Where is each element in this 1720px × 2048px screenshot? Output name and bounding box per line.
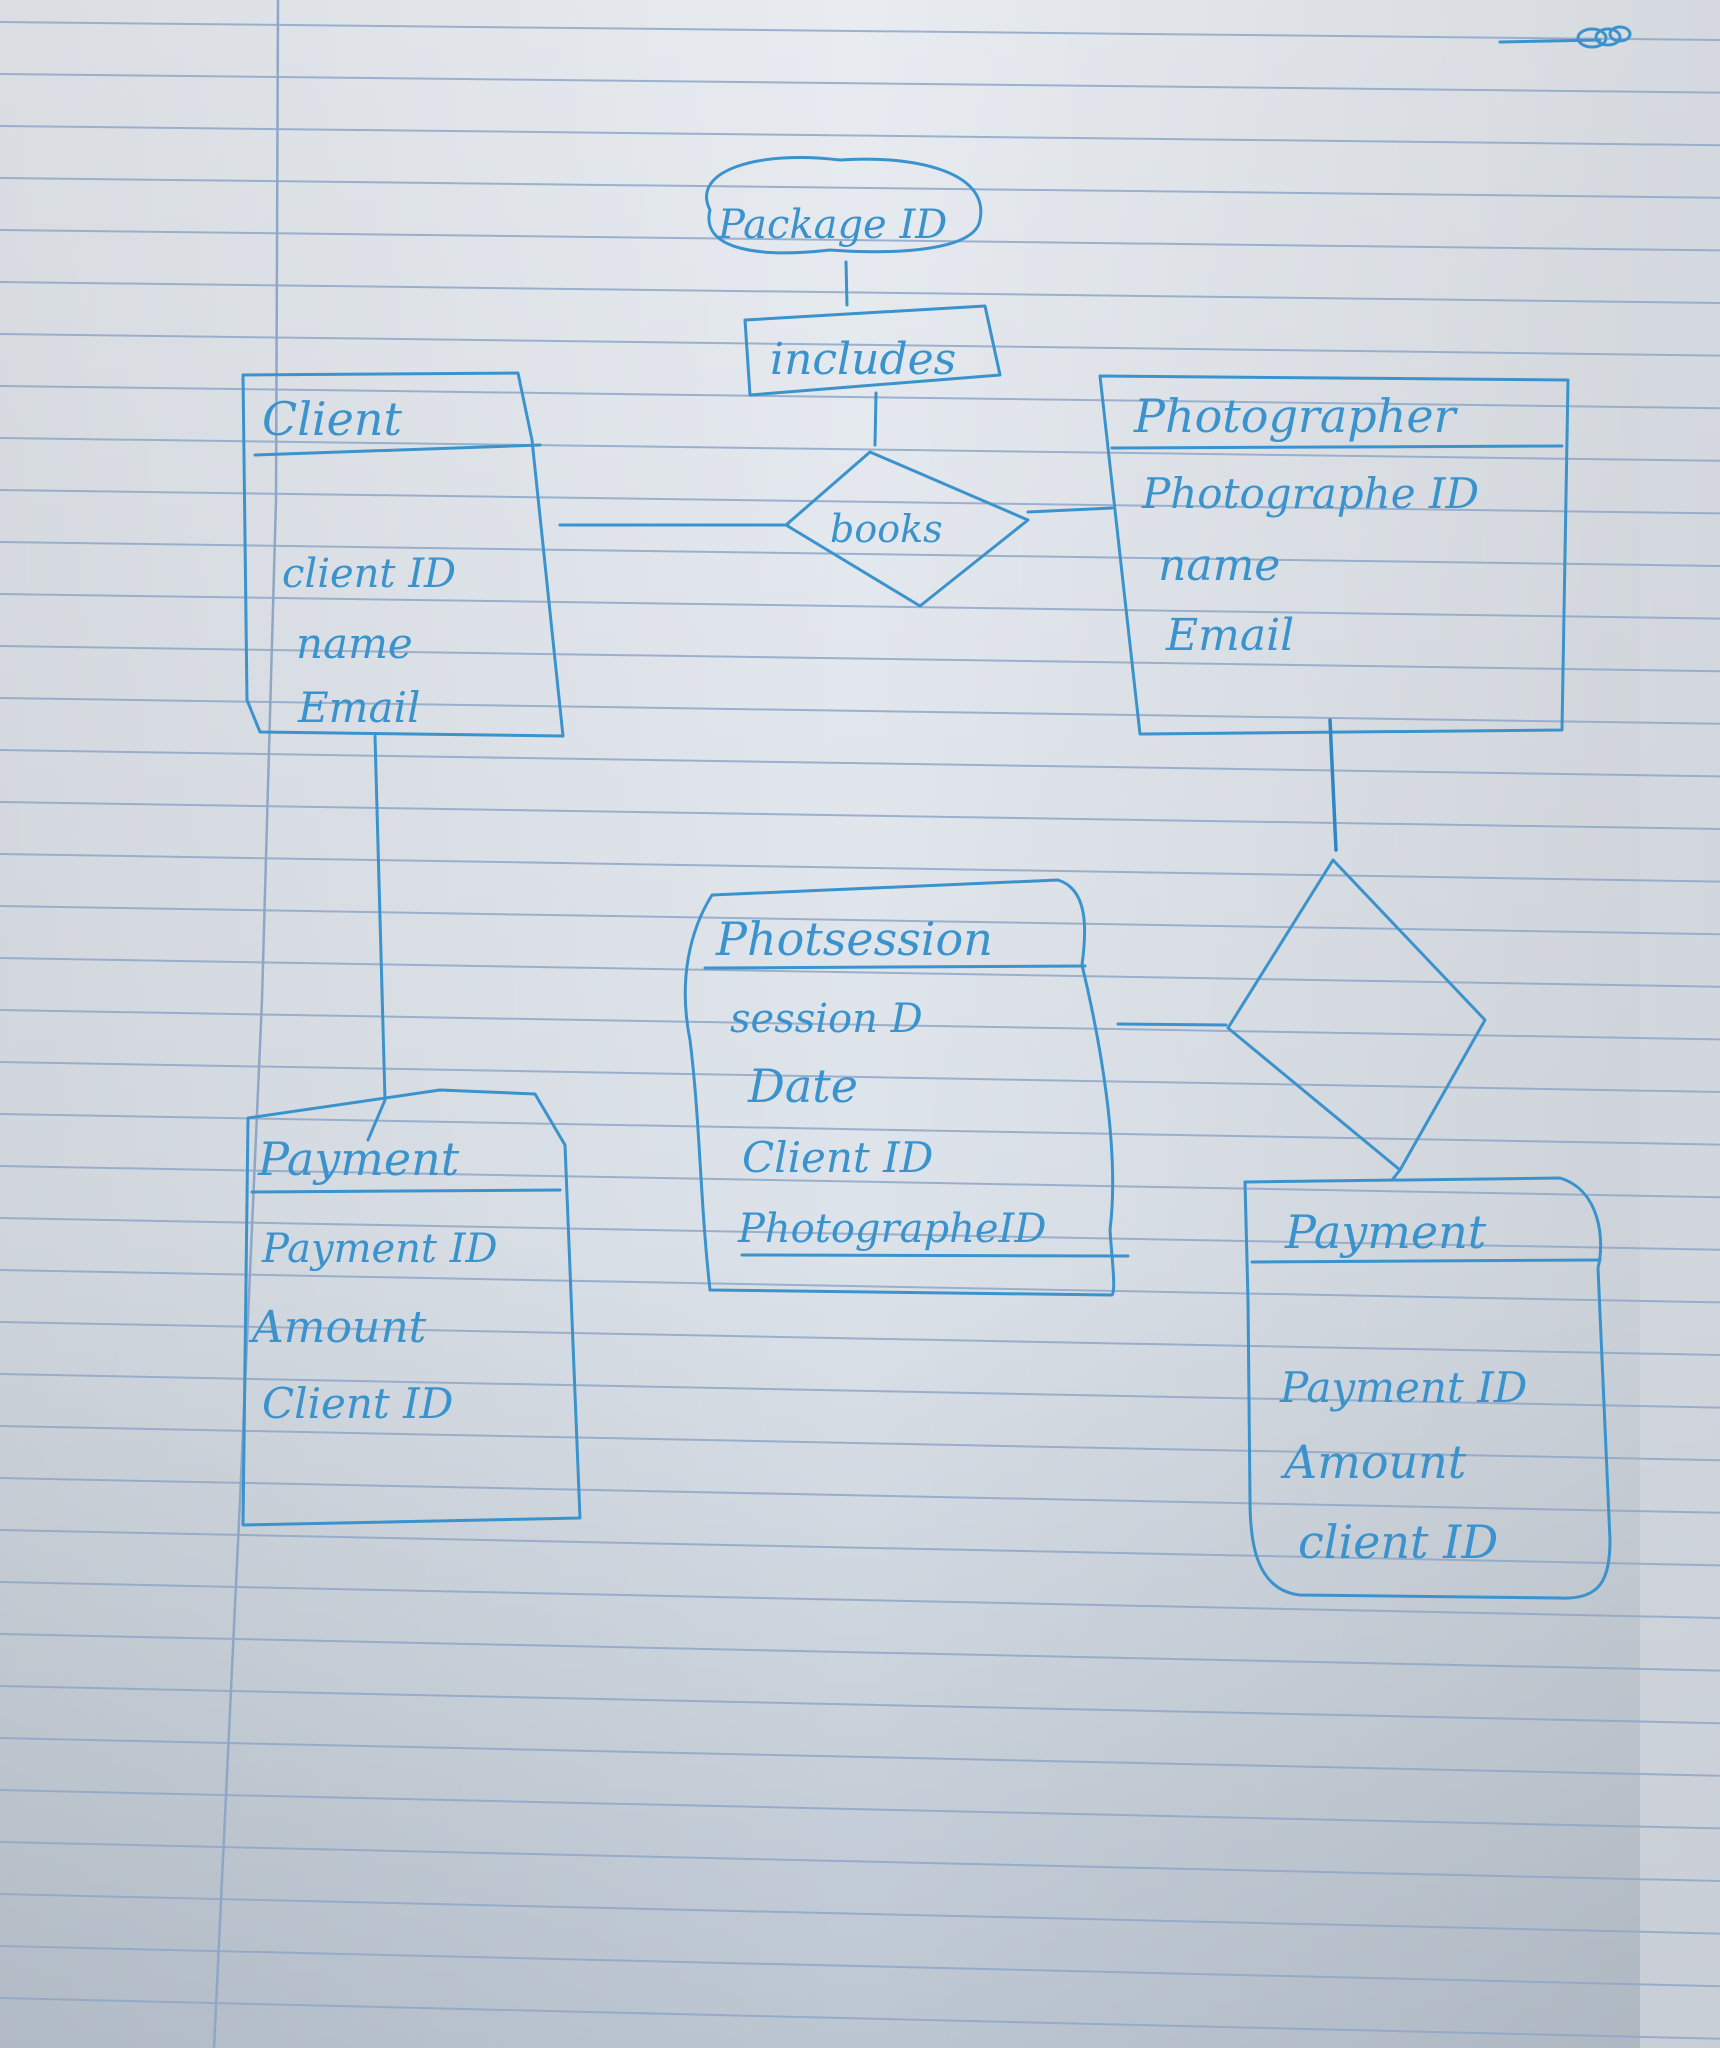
ruled-line bbox=[0, 437, 1720, 462]
photographer-entity: Photographer Photographe ID name Email bbox=[1098, 374, 1570, 736]
ruled-line bbox=[0, 73, 1720, 94]
includes-relationship: includes bbox=[743, 304, 1002, 397]
ruled-line bbox=[0, 1217, 1720, 1251]
ruled-line bbox=[0, 177, 1720, 199]
photographer-attr-id: Photographe ID bbox=[1141, 469, 1479, 518]
ruled-line bbox=[0, 1789, 1720, 1830]
payment-right-attr-amount: Amount bbox=[1280, 1435, 1467, 1489]
ruled-line bbox=[0, 1061, 1720, 1093]
ruled-line bbox=[0, 853, 1720, 883]
package-to-includes-line bbox=[844, 260, 849, 307]
ruled-line bbox=[0, 1685, 1720, 1725]
includes-label: includes bbox=[770, 334, 956, 385]
photosession-entity: Photsession session D Date Client ID Pho… bbox=[683, 878, 1130, 1297]
photographer-to-diamond-line bbox=[1328, 718, 1338, 852]
ruled-line bbox=[0, 489, 1720, 515]
ruled-line bbox=[0, 1269, 1720, 1304]
page-edge-right bbox=[1640, 0, 1720, 2048]
ruled-line bbox=[0, 1477, 1720, 1514]
ruled-line bbox=[0, 385, 1720, 410]
ruled-line bbox=[0, 1737, 1720, 1777]
ruled-line bbox=[0, 749, 1720, 778]
photosession-attr-date: Date bbox=[747, 1059, 858, 1113]
client-payment-line bbox=[366, 734, 387, 1142]
corner-doodle bbox=[1498, 25, 1632, 49]
ruled-line bbox=[0, 1581, 1720, 1619]
payment-right-attr-id: Payment ID bbox=[1279, 1363, 1527, 1412]
ruled-line bbox=[0, 801, 1720, 830]
ruled-line bbox=[0, 1893, 1720, 1935]
payment-right-attr-client: client ID bbox=[1298, 1515, 1498, 1569]
ruled-line bbox=[0, 1945, 1720, 1988]
ruled-line bbox=[0, 1529, 1720, 1567]
ruled-line bbox=[0, 1321, 1720, 1356]
photosession-diamond-line bbox=[1116, 1022, 1228, 1027]
client-attr-name: name bbox=[296, 619, 413, 668]
payment-left-attr-amount: Amount bbox=[248, 1302, 427, 1353]
includes-to-books-line bbox=[873, 391, 878, 447]
ruled-line bbox=[0, 1373, 1720, 1409]
photosession-attr-photographer: PhotographeID bbox=[737, 1206, 1046, 1252]
photographer-attr-email: Email bbox=[1165, 610, 1294, 661]
diamond-to-payment-line bbox=[1390, 1168, 1402, 1182]
photographer-entity-title: Photographer bbox=[1133, 389, 1459, 443]
payment-right-title: Payment bbox=[1284, 1205, 1487, 1259]
ruled-line bbox=[0, 229, 1720, 252]
ruled-line bbox=[0, 333, 1720, 357]
package-id-attribute: Package ID bbox=[705, 156, 983, 255]
ruled-line bbox=[0, 905, 1720, 936]
ruled-line bbox=[0, 957, 1720, 988]
ruled-line bbox=[0, 1633, 1720, 1672]
ruled-line bbox=[0, 21, 1720, 41]
ruled-line bbox=[0, 1165, 1720, 1199]
client-entity: Client client ID name Email bbox=[241, 371, 565, 738]
ruled-line bbox=[0, 541, 1720, 567]
payment-left-title: Payment bbox=[257, 1132, 460, 1186]
client-entity-title: Client bbox=[262, 392, 402, 446]
margin-line bbox=[212, 0, 280, 2048]
payment-entity-right: Payment Payment ID Amount client ID bbox=[1243, 1176, 1612, 1600]
payment-left-attr-client: Client ID bbox=[262, 1379, 453, 1428]
package-id-label: Package ID bbox=[717, 202, 947, 248]
photosession-attr-client: Client ID bbox=[742, 1133, 933, 1182]
client-attr-id: client ID bbox=[282, 551, 456, 597]
photosession-entity-title: Photsession bbox=[715, 912, 993, 966]
ruled-line bbox=[0, 1841, 1720, 1882]
payment-left-attr-id: Payment ID bbox=[261, 1226, 498, 1272]
ruled-lines bbox=[0, 21, 1720, 2040]
ruled-line bbox=[0, 1425, 1720, 1462]
ruled-line bbox=[0, 1113, 1720, 1146]
ruled-line bbox=[0, 593, 1720, 620]
books-relationship: books bbox=[784, 450, 1030, 608]
photosession-attr-session: session D bbox=[730, 996, 923, 1042]
ruled-line bbox=[0, 125, 1720, 147]
ruled-line bbox=[0, 281, 1720, 304]
books-photographer-line bbox=[1026, 506, 1114, 514]
ruled-line bbox=[0, 645, 1720, 673]
books-label: books bbox=[830, 507, 943, 551]
ruled-line bbox=[0, 1997, 1720, 2040]
ruled-line bbox=[0, 1009, 1720, 1041]
client-attr-email: Email bbox=[297, 683, 420, 732]
ruled-line bbox=[0, 697, 1720, 725]
payment-entity-left: Payment Payment ID Amount Client ID bbox=[241, 1088, 582, 1527]
photographer-attr-name: name bbox=[1158, 540, 1280, 591]
